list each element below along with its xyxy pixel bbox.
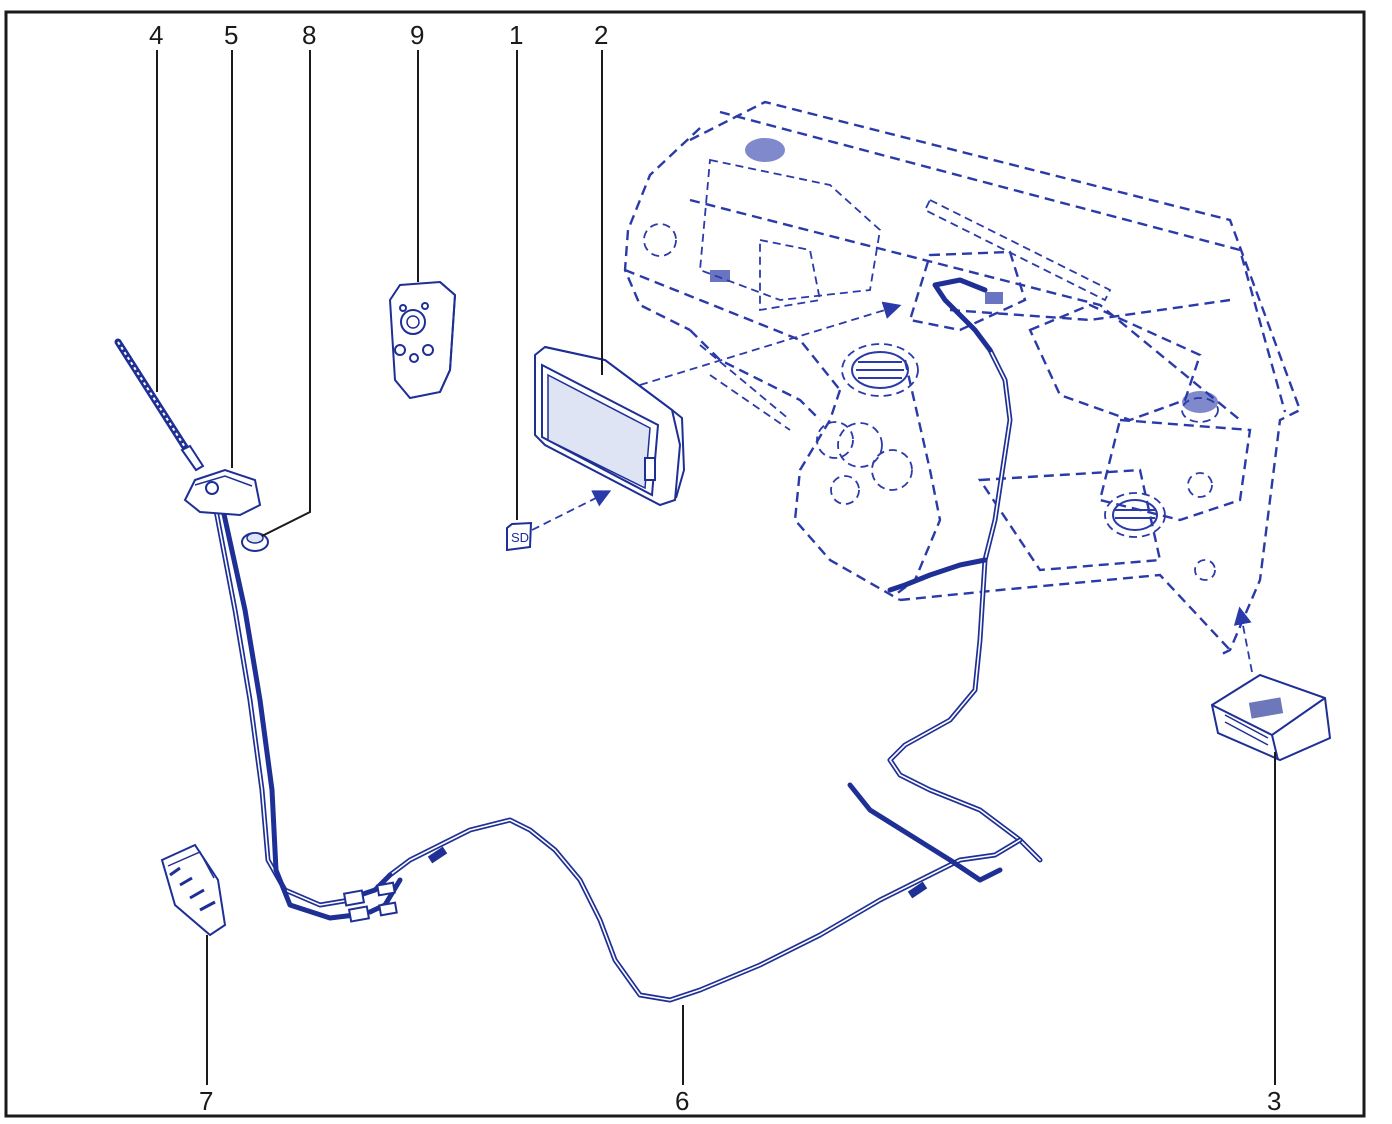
sd-card: SD — [506, 521, 533, 552]
control-module — [1210, 673, 1332, 762]
callout-leaders — [156, 50, 1276, 1085]
callout-4: 4 — [149, 20, 163, 50]
dashboard-outline — [623, 100, 1302, 657]
sd-card-label: SD — [511, 530, 529, 545]
callout-1: 1 — [509, 20, 523, 50]
remote-control — [388, 280, 457, 400]
assembly-arrows — [531, 301, 1253, 673]
callout-9: 9 — [410, 20, 424, 50]
display-unit — [534, 345, 686, 507]
callout-2: 2 — [594, 20, 608, 50]
connector-block — [160, 843, 227, 937]
callout-8: 8 — [302, 20, 316, 50]
antenna-mast — [114, 338, 205, 472]
diagram-frame — [4, 10, 1366, 1118]
callout-5: 5 — [224, 20, 238, 50]
callout-6: 6 — [675, 1086, 689, 1116]
grommet — [241, 532, 269, 552]
callout-numbers: 4 5 8 9 1 2 7 6 3 — [149, 20, 1281, 1116]
antenna-cable — [212, 502, 398, 923]
antenna-base — [183, 468, 262, 517]
cable-harness — [357, 277, 1043, 1003]
dashboard-details — [710, 138, 1218, 531]
callout-3: 3 — [1267, 1086, 1281, 1116]
callout-7: 7 — [199, 1086, 213, 1116]
leader-8 — [261, 50, 311, 537]
